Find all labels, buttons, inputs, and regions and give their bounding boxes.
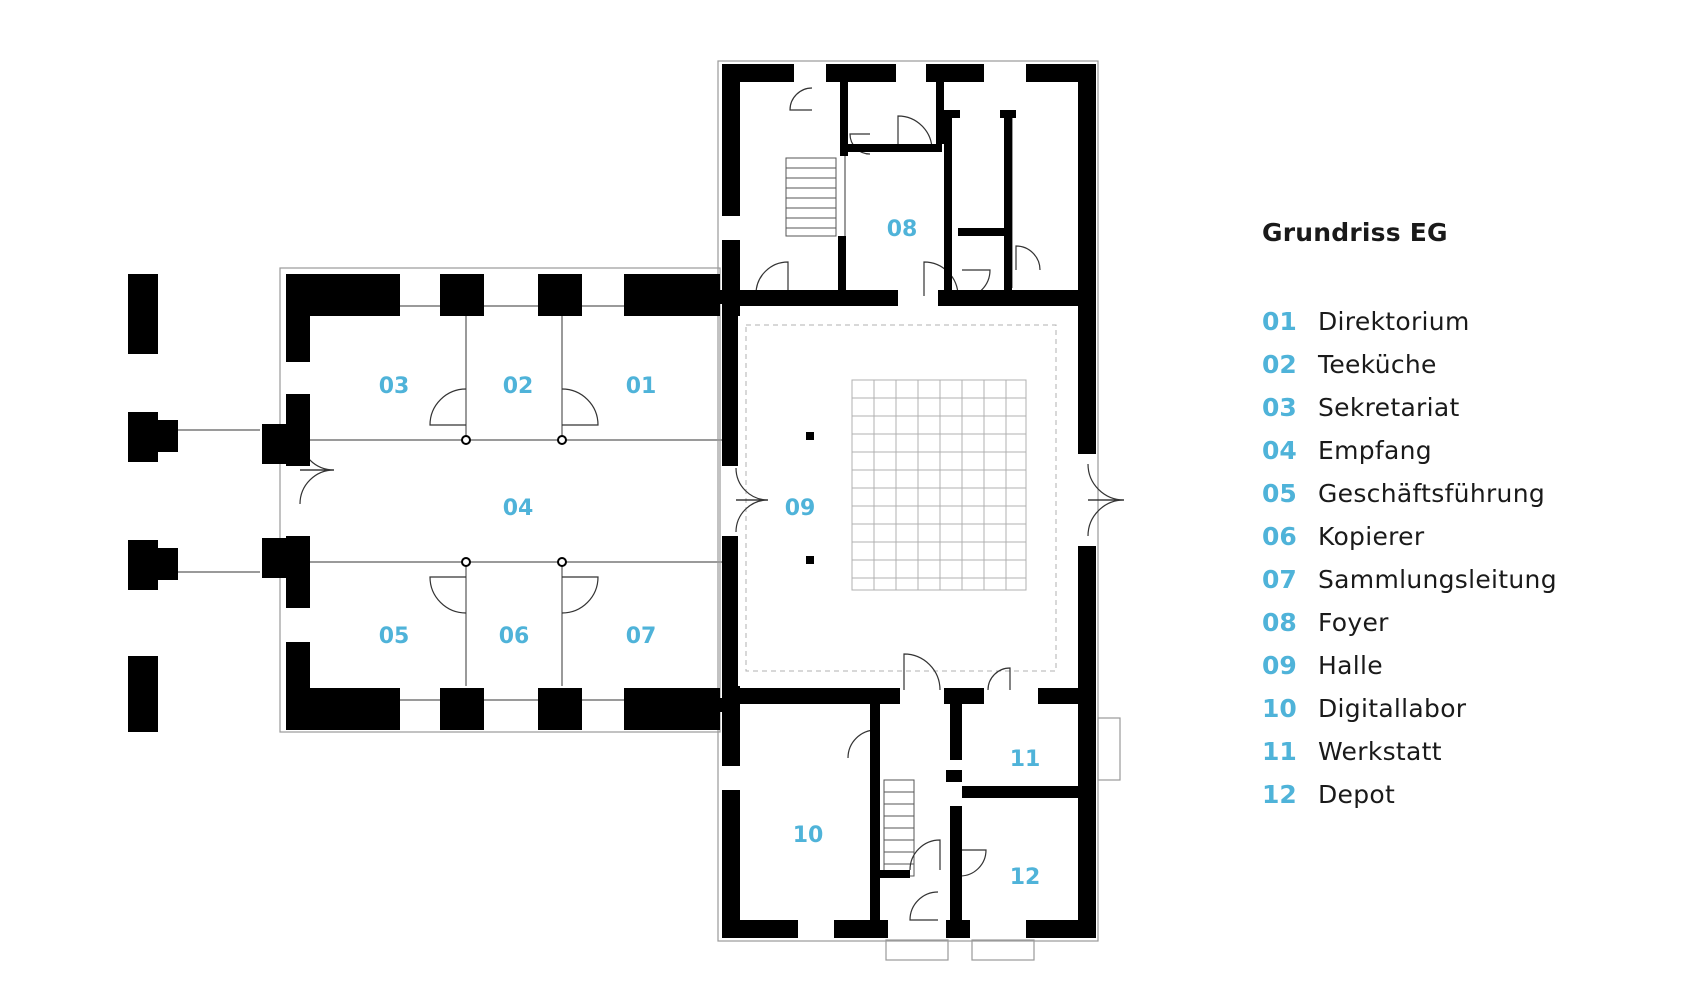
room-label-01: 01 (626, 374, 657, 399)
legend-item-11: 11 Werkstatt (1262, 730, 1557, 773)
room-label-12: 12 (1010, 865, 1041, 890)
stairs (785, 157, 915, 877)
legend-item-09: 09 Halle (1262, 644, 1557, 687)
legend-room-name: Teeküche (1318, 350, 1437, 379)
legend-room-name: Direktorium (1318, 307, 1470, 336)
legend-item-12: 12 Depot (1262, 773, 1557, 816)
room-label-03: 03 (379, 374, 410, 399)
room-label-10: 10 (793, 823, 824, 848)
floor-plan: 01 02 03 04 05 06 07 08 09 10 11 12 (128, 60, 1125, 961)
room-label-08: 08 (887, 217, 918, 242)
legend-number: 10 (1262, 694, 1297, 723)
room-label-07: 07 (626, 624, 657, 649)
legend-number: 04 (1262, 436, 1297, 465)
legend-room-name: Halle (1318, 651, 1383, 680)
room-label-06: 06 (499, 624, 530, 649)
legend-item-08: 08 Foyer (1262, 601, 1557, 644)
legend-number: 03 (1262, 393, 1297, 422)
legend-room-name: Foyer (1318, 608, 1389, 637)
legend-item-10: 10 Digitallabor (1262, 687, 1557, 730)
hall-grid (745, 324, 1057, 672)
legend-room-name: Depot (1318, 780, 1396, 809)
legend-room-name: Geschäftsführung (1318, 479, 1546, 508)
legend-item-01: 01 Direktorium (1262, 300, 1557, 343)
legend-room-name: Digitallabor (1318, 694, 1467, 723)
legend-number: 11 (1262, 737, 1297, 766)
legend-room-name: Sammlungsleitung (1318, 565, 1557, 594)
room-label-11: 11 (1010, 747, 1041, 772)
legend-room-name: Sekretariat (1318, 393, 1460, 422)
legend-item-04: 04 Empfang (1262, 429, 1557, 472)
outer-outline (279, 60, 1121, 961)
legend-number: 01 (1262, 307, 1297, 336)
legend-number: 07 (1262, 565, 1297, 594)
legend-item-02: 02 Teeküche (1262, 343, 1557, 386)
legend-number: 12 (1262, 780, 1297, 809)
room-label-05: 05 (379, 624, 410, 649)
room-label-02: 02 (503, 374, 534, 399)
legend-title: Grundriss EG (1262, 218, 1448, 247)
legend-number: 09 (1262, 651, 1297, 680)
legend-item-07: 07 Sammlungsleitung (1262, 558, 1557, 601)
room-legend: 01 Direktorium 02 Teeküche 03 Sekretariat 0… (1262, 300, 1557, 816)
legend-room-name: Werkstatt (1318, 737, 1442, 766)
partition-joints (461, 435, 567, 567)
legend-number: 06 (1262, 522, 1297, 551)
legend-number: 08 (1262, 608, 1297, 637)
walls (128, 64, 1096, 938)
legend-number: 05 (1262, 479, 1297, 508)
legend-number: 02 (1262, 350, 1297, 379)
legend-room-name: Kopierer (1318, 522, 1425, 551)
legend-item-03: 03 Sekretariat (1262, 386, 1557, 429)
hall-columns (806, 432, 814, 564)
legend-item-05: 05 Geschäftsführung (1262, 472, 1557, 515)
legend-room-name: Empfang (1318, 436, 1432, 465)
room-label-04: 04 (503, 496, 534, 521)
room-label-09: 09 (785, 496, 816, 521)
room-labels: 01 02 03 04 05 06 07 08 09 10 11 12 (379, 217, 1041, 890)
legend-item-06: 06 Kopierer (1262, 515, 1557, 558)
